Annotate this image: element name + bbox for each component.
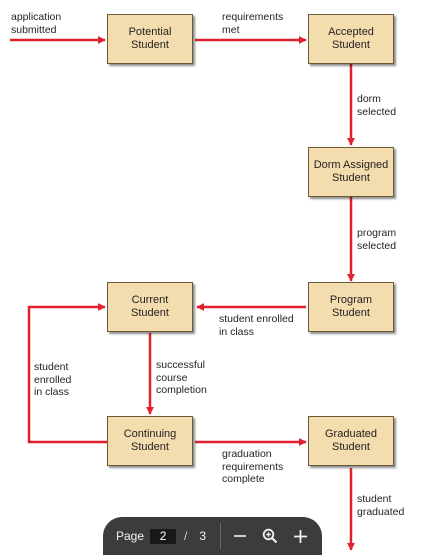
- plus-icon: [293, 529, 307, 543]
- state-dorm-assigned-student: Dorm Assigned Student: [308, 147, 394, 197]
- label-program-selected: program selected: [357, 227, 397, 252]
- total-pages: 3: [199, 529, 207, 543]
- label-graduation-requirements-complete: graduation requirements complete: [222, 448, 284, 485]
- label-student-graduated: student graduated: [357, 493, 405, 518]
- state-label: Program Student: [329, 294, 373, 319]
- label-student-enrolled-left: student enrolled in class: [34, 361, 72, 398]
- state-label: Dorm Assigned Student: [313, 159, 389, 184]
- state-graduated-student: Graduated Student: [308, 416, 394, 466]
- label-dorm-selected: dorm selected: [357, 93, 397, 118]
- zoom-out-button[interactable]: [227, 523, 253, 549]
- label-student-enrolled-right: student enrolled in class: [219, 313, 294, 338]
- label-successful-course-completion: successful course completion: [156, 359, 207, 396]
- state-label: Accepted Student: [328, 26, 374, 51]
- state-program-student: Program Student: [308, 282, 394, 332]
- page-separator: /: [184, 529, 188, 543]
- state-label: Potential Student: [128, 26, 172, 51]
- state-label: Graduated Student: [325, 428, 377, 453]
- label-application-submitted: application submitted: [11, 11, 62, 36]
- zoom-in-button[interactable]: [287, 523, 313, 549]
- state-label: Current Student: [131, 294, 169, 319]
- state-accepted-student: Accepted Student: [308, 14, 394, 64]
- magnifier-icon: [262, 528, 278, 544]
- page-label: Page: [116, 529, 145, 543]
- state-label: Continuing Student: [123, 428, 177, 453]
- state-continuing-student: Continuing Student: [107, 416, 193, 466]
- label-requirements-met: requirements met: [222, 11, 284, 36]
- page-number-input[interactable]: 2: [150, 528, 177, 544]
- arrow-enrolled-loop: [27, 303, 107, 444]
- toolbar-divider: [220, 523, 222, 549]
- zoom-reset-button[interactable]: [257, 523, 283, 549]
- state-current-student: Current Student: [107, 282, 193, 332]
- state-potential-student: Potential Student: [107, 14, 193, 64]
- page-navigation-toolbar: Page 2 / 3: [103, 517, 322, 555]
- minus-icon: [234, 535, 247, 537]
